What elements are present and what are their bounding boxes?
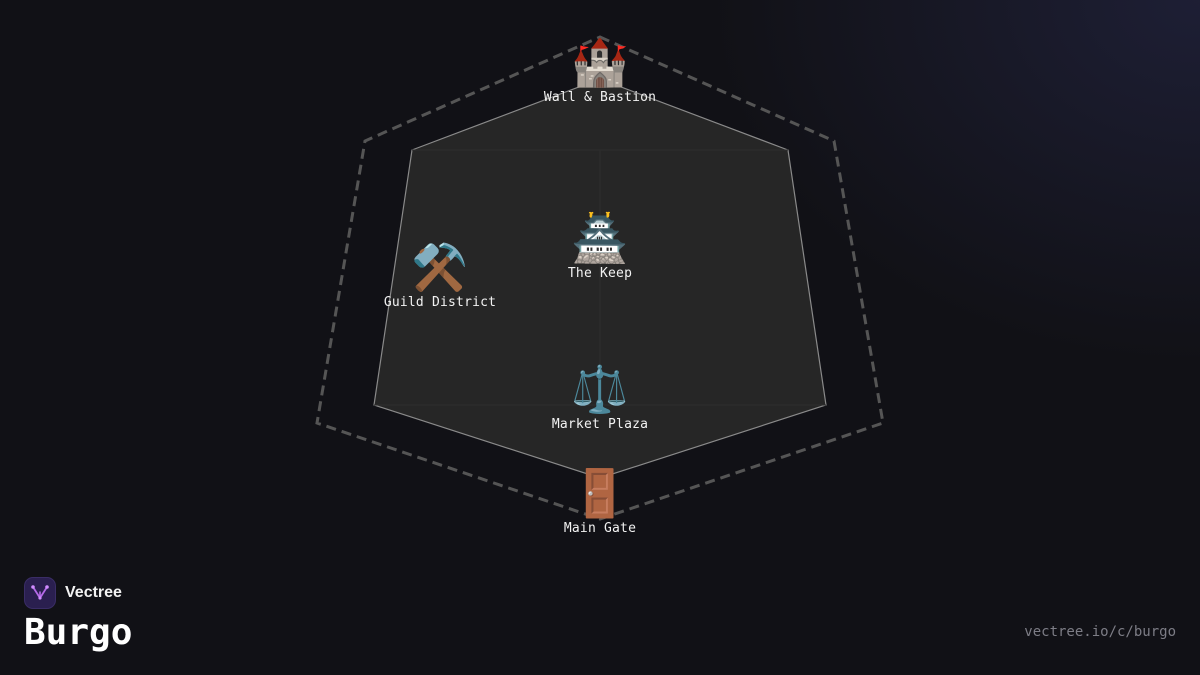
brand[interactable]: Vectree bbox=[24, 577, 122, 609]
japanese-castle-icon: 🏯 bbox=[571, 211, 629, 265]
node-label: Main Gate bbox=[563, 521, 637, 536]
node-main-gate[interactable]: 🚪 Main Gate bbox=[564, 467, 636, 536]
hammer-and-pick-icon: ⚒️ bbox=[411, 240, 469, 294]
node-the-keep[interactable]: 🏯 The Keep bbox=[568, 212, 632, 281]
vectree-logo-icon bbox=[24, 577, 56, 609]
node-label: The Keep bbox=[567, 266, 633, 281]
node-label: Wall & Bastion bbox=[543, 90, 657, 105]
node-label: Market Plaza bbox=[551, 417, 649, 432]
page-title: Burgo bbox=[24, 612, 133, 653]
brand-name: Vectree bbox=[65, 584, 122, 601]
door-icon: 🚪 bbox=[571, 466, 629, 520]
balance-scale-icon: ⚖️ bbox=[571, 362, 629, 416]
outer-wall-outline bbox=[315, 35, 885, 521]
node-market-plaza[interactable]: ⚖️ Market Plaza bbox=[552, 363, 648, 432]
share-url[interactable]: vectree.io/c/burgo bbox=[1024, 624, 1176, 640]
node-guild-district[interactable]: ⚒️ Guild District bbox=[384, 241, 496, 310]
node-wall-bastion[interactable]: 🏰 Wall & Bastion bbox=[544, 36, 656, 105]
node-label: Guild District bbox=[383, 295, 497, 310]
castle-icon: 🏰 bbox=[571, 35, 629, 89]
